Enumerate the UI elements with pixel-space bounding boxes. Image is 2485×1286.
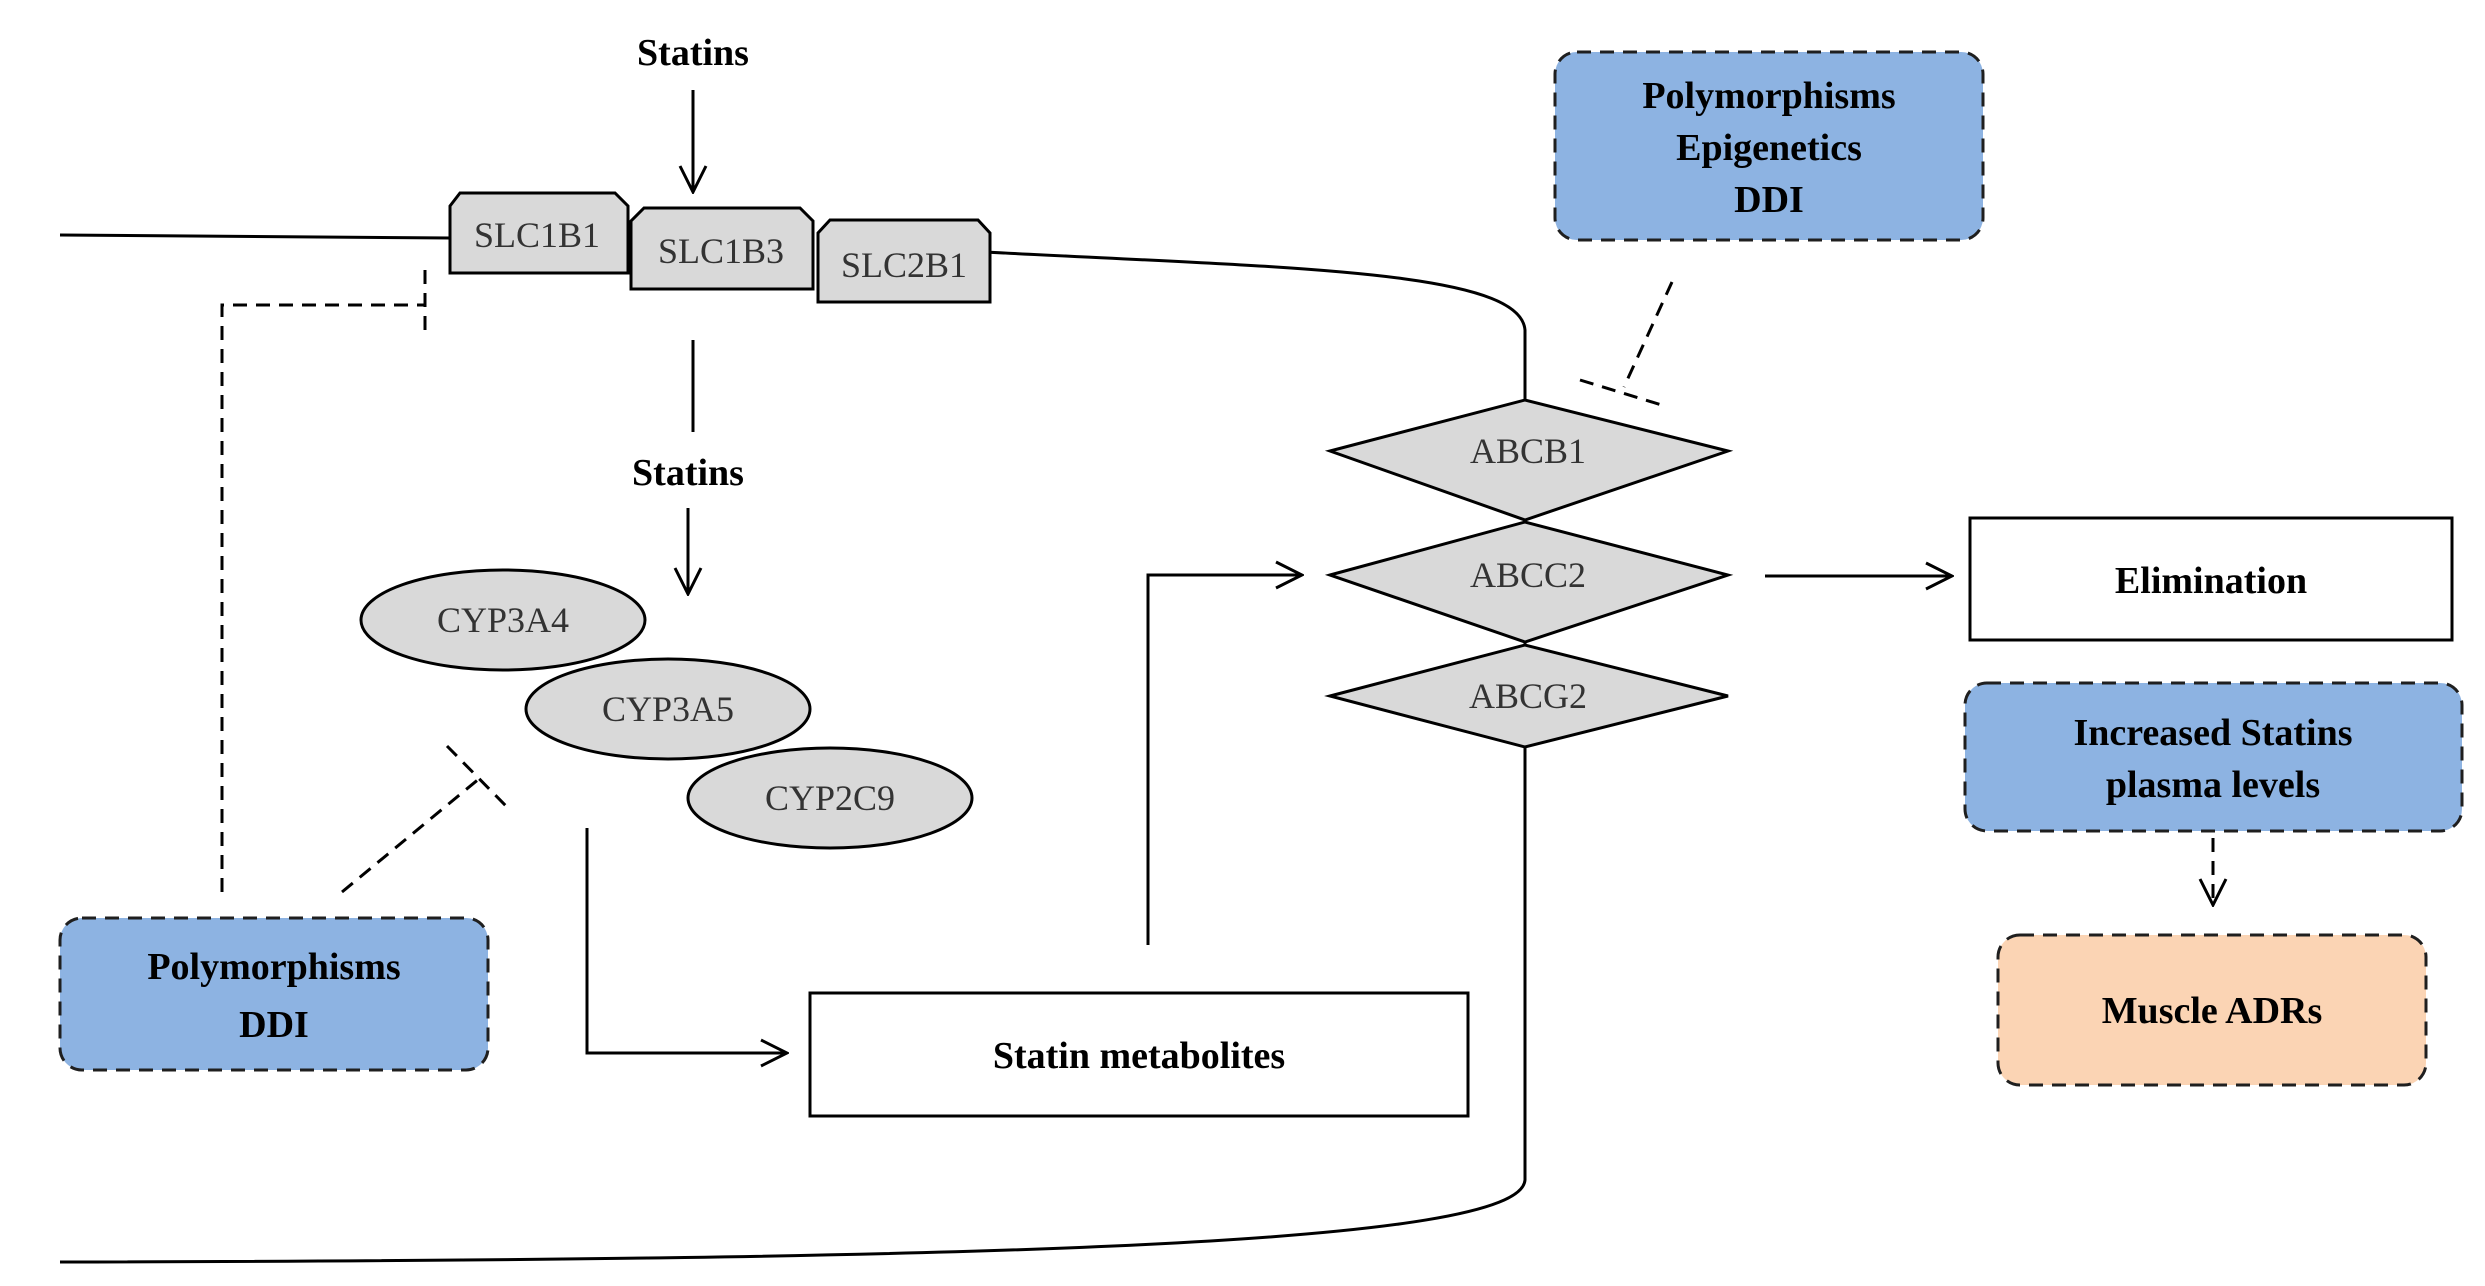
svg-text:SLC1B1: SLC1B1 (474, 215, 600, 255)
cyp-to-metabolites-arrow (585, 828, 787, 1053)
uptake-transporter-slc2b1: SLC2B1 (816, 218, 992, 304)
uptake-transporter-slc1b1: SLC1B1 (448, 191, 630, 275)
inhibition-bar-efflux (1579, 378, 1666, 408)
inhibition-line-cyp (341, 776, 481, 894)
svg-text:Polymorphisms: Polymorphisms (147, 946, 400, 988)
modifier-box-polymorphisms-epigenetics-ddi: Polymorphisms Epigenetics DDI (1553, 50, 1985, 242)
svg-text:plasma levels: plasma levels (2106, 764, 2320, 806)
svg-text:ABCG2: ABCG2 (1469, 676, 1587, 716)
svg-text:CYP2C9: CYP2C9 (765, 778, 895, 818)
svg-text:CYP3A4: CYP3A4 (437, 600, 569, 640)
svg-text:Polymorphisms: Polymorphisms (1642, 75, 1895, 117)
statin-metabolites-box: Statin metabolites (808, 991, 1470, 1118)
svg-text:DDI: DDI (1734, 179, 1804, 221)
statins-top-label: Statins (637, 32, 749, 74)
enzyme-cyp3a5: CYP3A5 (524, 657, 812, 761)
svg-text:Epigenetics: Epigenetics (1676, 127, 1862, 169)
efflux-transporter-abcc2: ABCC2 (1324, 520, 1734, 644)
uptake-transporter-slc1b3: SLC1B3 (629, 206, 815, 291)
elimination-box: Elimination (1968, 516, 2454, 642)
svg-text:DDI: DDI (239, 1004, 309, 1046)
svg-text:SLC2B1: SLC2B1 (841, 245, 967, 285)
svg-text:Muscle ADRs: Muscle ADRs (2102, 990, 2323, 1032)
enzyme-cyp3a4: CYP3A4 (359, 568, 647, 672)
svg-text:ABCC2: ABCC2 (1470, 555, 1586, 595)
statins-mid-label: Statins (632, 452, 744, 494)
cell-membrane-top (59, 233, 1527, 400)
efflux-transporter-abcb1: ABCB1 (1324, 398, 1734, 522)
svg-text:Increased Statins: Increased Statins (2073, 712, 2352, 754)
enzyme-cyp2c9: CYP2C9 (686, 746, 974, 850)
outcome-box-muscle-adrs: Muscle ADRs (1996, 933, 2428, 1087)
svg-text:SLC1B3: SLC1B3 (658, 231, 784, 271)
inhibition-line-uptake (220, 303, 425, 892)
cell-membrane-bottom (59, 745, 1527, 1264)
modifier-box-polymorphisms-ddi: Polymorphisms DDI (58, 916, 490, 1072)
metabolites-to-efflux-arrow (1146, 575, 1302, 945)
modifier-box-increased-plasma: Increased Statins plasma levels (1963, 681, 2464, 833)
svg-text:Statin metabolites: Statin metabolites (993, 1035, 1285, 1077)
efflux-transporter-abcg2: ABCG2 (1324, 643, 1729, 749)
inhibition-line-efflux (1622, 281, 1674, 388)
svg-text:ABCB1: ABCB1 (1470, 431, 1586, 471)
svg-text:CYP3A5: CYP3A5 (602, 689, 734, 729)
inhibition-bar-cyp (445, 744, 510, 810)
svg-text:Elimination: Elimination (2115, 560, 2307, 602)
